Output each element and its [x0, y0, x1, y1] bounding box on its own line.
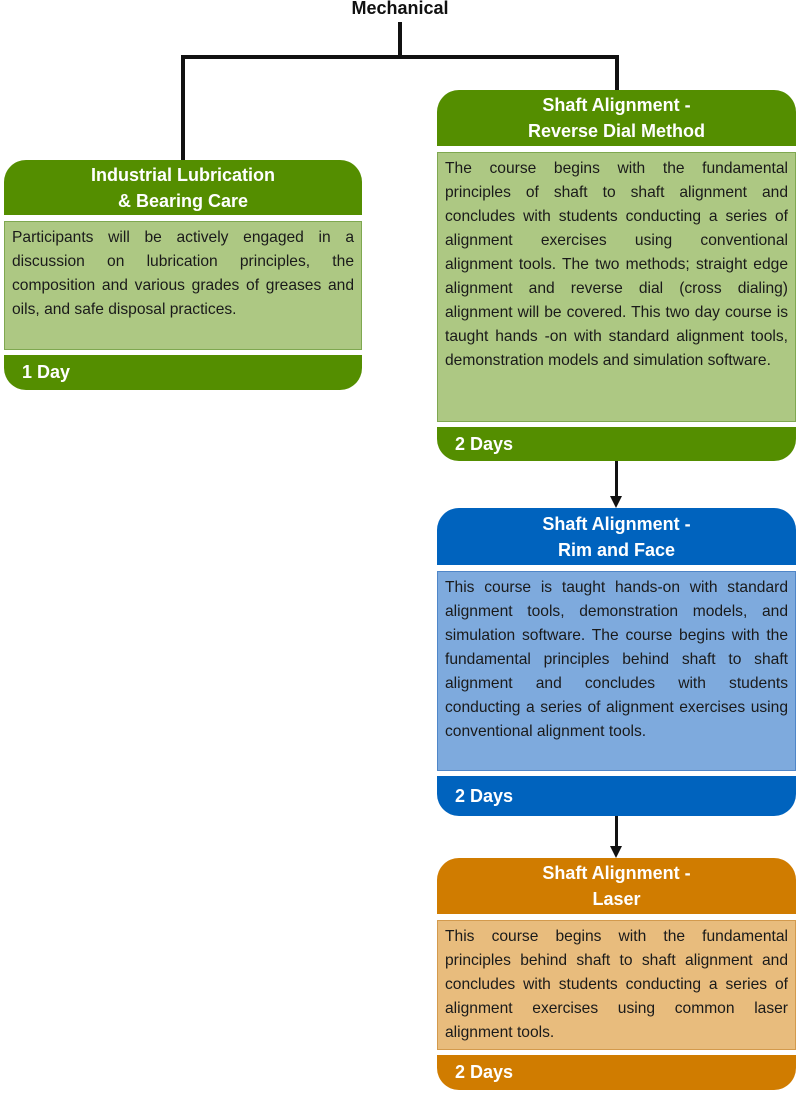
course-description: This course is taught hands-on with stan… [437, 571, 796, 771]
root-node-title: Mechanical [351, 0, 449, 18]
arrow-line [615, 816, 618, 847]
connector-line [181, 55, 619, 59]
course-card-lubrication: Industrial Lubrication & Bearing Care Pa… [4, 160, 362, 390]
arrow-line [615, 461, 618, 497]
course-duration: 2 Days [437, 427, 796, 461]
arrow-head-icon [610, 846, 622, 858]
course-title-line: Reverse Dial Method [527, 121, 706, 141]
course-card-reverse-dial: Shaft Alignment - Reverse Dial Method Th… [437, 90, 796, 461]
course-title: Industrial Lubrication & Bearing Care [4, 160, 362, 215]
course-duration: 2 Days [437, 1055, 796, 1090]
course-title-line: Laser [592, 889, 641, 909]
connector-line [181, 55, 185, 161]
course-title-line: Industrial Lubrication [90, 164, 275, 185]
arrow-head-icon [610, 496, 622, 508]
course-duration: 1 Day [4, 355, 362, 390]
course-title-line: Rim and Face [557, 539, 676, 560]
connector-line [398, 22, 402, 57]
course-title-line: Shaft Alignment - [542, 95, 691, 115]
course-title-line: & Bearing Care [117, 190, 249, 211]
course-title-line: Shaft Alignment - [542, 863, 691, 883]
course-duration: 2 Days [437, 776, 796, 816]
course-description: Participants will be actively engaged in… [4, 221, 362, 350]
course-title-line: Shaft Alignment - [542, 513, 691, 534]
course-card-laser: Shaft Alignment - Laser This course begi… [437, 858, 796, 1090]
course-description: The course begins with the fundamental p… [437, 152, 796, 422]
course-card-rim-face: Shaft Alignment - Rim and Face This cour… [437, 508, 796, 816]
course-title: Shaft Alignment - Reverse Dial Method [437, 90, 796, 146]
connector-line [615, 55, 619, 91]
course-description: This course begins with the fundamental … [437, 920, 796, 1050]
course-title: Shaft Alignment - Laser [437, 858, 796, 914]
course-title: Shaft Alignment - Rim and Face [437, 508, 796, 565]
